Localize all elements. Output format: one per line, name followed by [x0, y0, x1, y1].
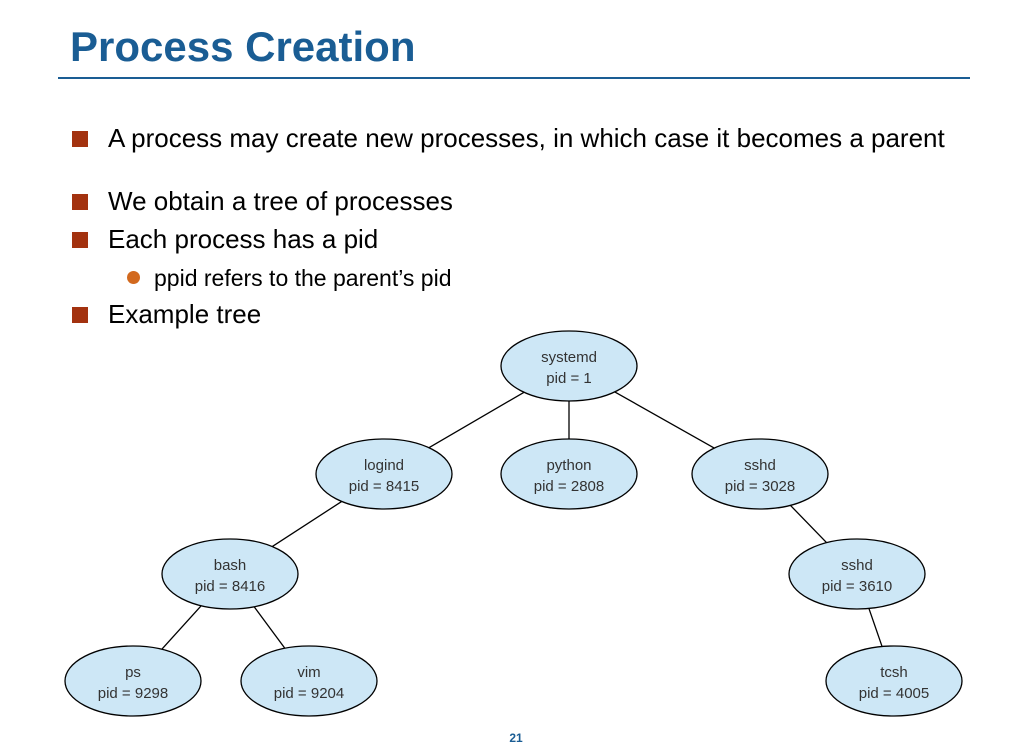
- tree-edge-bash-ps: [161, 605, 202, 650]
- tree-node-sshd2: sshd pid = 3610: [788, 538, 926, 610]
- tree-node-bash: bash pid = 8416: [161, 538, 299, 610]
- node-pid-label: pid = 4005: [859, 685, 929, 702]
- tree-node-systemd: systemd pid = 1: [500, 330, 638, 402]
- bullet-text: Each process has a pid: [108, 224, 379, 254]
- node-pid-label: pid = 9204: [274, 685, 344, 702]
- node-name-label: sshd: [841, 557, 873, 574]
- square-bullet-icon: [72, 194, 88, 210]
- tree-node-ps: ps pid = 9298: [64, 645, 202, 717]
- node-name-label: tcsh: [880, 664, 908, 681]
- tree-edge-systemd-sshd1: [614, 391, 715, 449]
- tree-edge-systemd-logind: [428, 391, 525, 449]
- node-name-label: bash: [214, 557, 247, 574]
- node-pid-label: pid = 3610: [822, 578, 892, 595]
- node-name-label: systemd: [541, 349, 597, 366]
- tree-node-tcsh: tcsh pid = 4005: [825, 645, 963, 717]
- node-name-label: sshd: [744, 457, 776, 474]
- tree-edge-sshd1-sshd2: [789, 504, 828, 544]
- node-pid-label: pid = 8415: [349, 478, 419, 495]
- node-pid-label: pid = 1: [546, 370, 591, 387]
- title-divider: [58, 77, 970, 79]
- page-number: 21: [509, 731, 523, 745]
- node-name-label: vim: [297, 664, 320, 681]
- bullet-text: We obtain a tree of processes: [108, 186, 453, 216]
- node-pid-label: pid = 2808: [534, 478, 604, 495]
- node-name-label: logind: [364, 457, 404, 474]
- square-bullet-icon: [72, 307, 88, 323]
- node-ellipse: [500, 438, 638, 510]
- node-pid-label: pid = 3028: [725, 478, 795, 495]
- tree-node-python: python pid = 2808: [500, 438, 638, 510]
- node-ellipse: [500, 330, 638, 402]
- node-ellipse: [161, 538, 299, 610]
- node-name-label: ps: [125, 664, 141, 681]
- node-ellipse: [64, 645, 202, 717]
- round-bullet-icon: [127, 271, 140, 284]
- node-name-label: python: [546, 457, 591, 474]
- bullet-text: A process may create new processes, in w…: [108, 123, 945, 153]
- tree-node-sshd1: sshd pid = 3028: [691, 438, 829, 510]
- tree-edge-sshd2-tcsh: [868, 608, 883, 647]
- node-ellipse: [240, 645, 378, 717]
- bullet-text: Example tree: [108, 299, 262, 329]
- square-bullet-icon: [72, 232, 88, 248]
- tree-edge-bash-vim: [253, 606, 286, 649]
- node-ellipse: [825, 645, 963, 717]
- tree-node-logind: logind pid = 8415: [315, 438, 453, 510]
- square-bullet-icon: [72, 131, 88, 147]
- node-ellipse: [788, 538, 926, 610]
- tree-edge-logind-bash: [271, 500, 343, 548]
- node-pid-label: pid = 8416: [195, 578, 265, 595]
- node-ellipse: [691, 438, 829, 510]
- slide-title: Process Creation: [70, 23, 416, 70]
- node-pid-label: pid = 9298: [98, 685, 168, 702]
- node-ellipse: [315, 438, 453, 510]
- sub-bullet-text: ppid refers to the parent’s pid: [154, 265, 452, 291]
- tree-node-vim: vim pid = 9204: [240, 645, 378, 717]
